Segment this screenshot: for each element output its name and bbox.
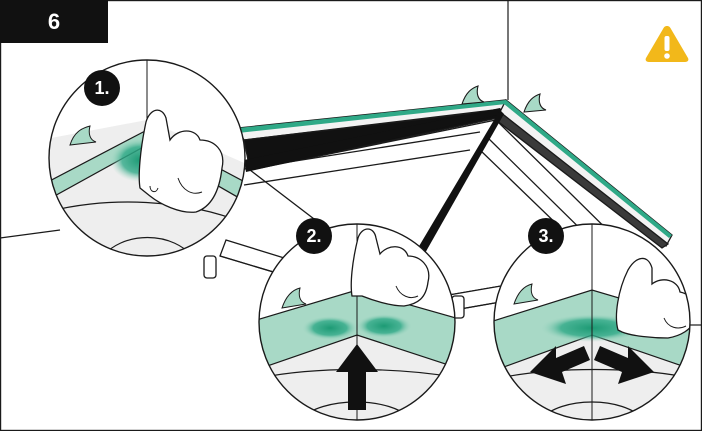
spread-left-arrow-icon — [530, 346, 590, 384]
warning-triangle-icon — [645, 26, 689, 62]
callout-3-circle — [493, 223, 691, 421]
callout-1-circle — [48, 59, 246, 257]
spread-right-arrow-icon — [594, 346, 654, 384]
callout-2-number: 2. — [296, 218, 332, 254]
pointer-lines — [244, 108, 504, 262]
step-number-badge: 6 — [0, 0, 108, 43]
wall-seal-tabs — [461, 85, 547, 113]
push-up-arrow-icon — [336, 344, 378, 410]
callout-3-number: 3. — [528, 218, 564, 254]
callout-1-number: 1. — [84, 70, 120, 106]
